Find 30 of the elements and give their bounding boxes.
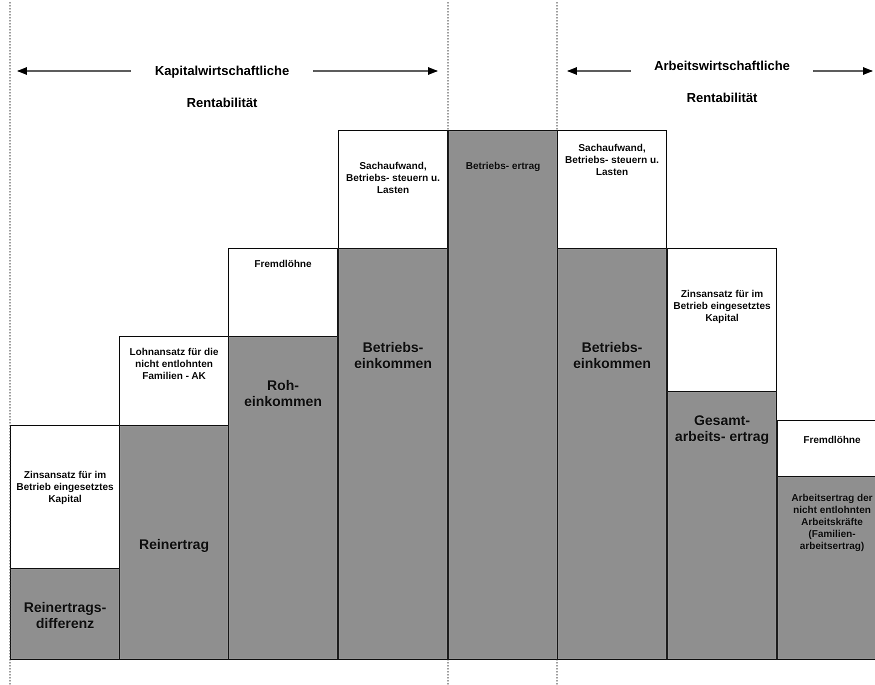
income-block xyxy=(557,248,667,660)
income-block xyxy=(448,130,558,660)
cost-block xyxy=(338,130,448,249)
income-block xyxy=(667,391,777,660)
block-label: Arbeitsertrag der nicht entlohnten Arbeitskräfte (Familien- arbeitsertrag) xyxy=(790,493,874,554)
block-label: Fremdlöhne xyxy=(253,259,313,272)
cost-block xyxy=(777,420,875,477)
cost-block xyxy=(119,336,229,426)
cost-block xyxy=(667,248,777,392)
income-block xyxy=(119,425,229,660)
cost-block xyxy=(228,248,338,337)
block-label: Gesamt- arbeits- ertrag xyxy=(674,412,770,446)
block-label: Betriebs- einkommen xyxy=(353,339,433,373)
income-block xyxy=(777,476,875,660)
block-label: Fremdlöhne xyxy=(802,435,862,448)
cost-block xyxy=(10,425,120,569)
block-label: Betriebs- ertrag xyxy=(464,161,542,174)
block-label: Roh- einkommen xyxy=(243,377,323,411)
block-label: Sachaufwand, Betriebs- steuern u. Lasten xyxy=(345,161,441,198)
block-label: Zinsansatz für im Betrieb eingesetztes Kapital xyxy=(672,289,772,326)
block-label: Reinertrags- differenz xyxy=(22,599,108,633)
block-label: Zinsansatz für im Betrieb eingesetztes Kapital xyxy=(15,470,115,507)
income-block xyxy=(338,248,448,660)
block-label: Lohnansatz für die nicht entlohnten Familien - AK xyxy=(128,347,220,384)
block-label: Reinertrag xyxy=(138,536,210,554)
block-label: Sachaufwand, Betriebs- steuern u. Lasten xyxy=(564,143,660,180)
income-block xyxy=(228,336,338,660)
block-label: Betriebs- einkommen xyxy=(572,339,652,373)
cost-block xyxy=(557,130,667,249)
income-block xyxy=(10,568,120,660)
